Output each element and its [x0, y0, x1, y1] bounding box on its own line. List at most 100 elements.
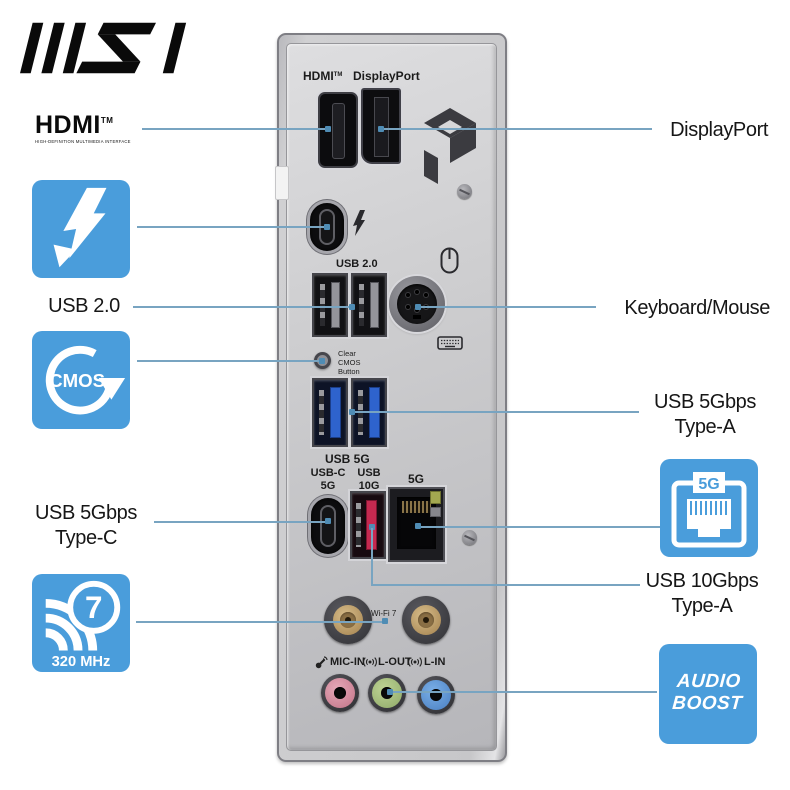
- callout-dot-usb10: [369, 524, 375, 530]
- mobo-cube-logo: [424, 108, 476, 184]
- usb-10g-contacts: [356, 503, 361, 547]
- print-clear-cmos-1: Clear: [338, 349, 356, 358]
- thunderbolt-port-icon: [353, 210, 365, 236]
- usb2-port-2-contacts: [359, 284, 364, 326]
- hdmi-port: [318, 92, 358, 168]
- print-usb10-line1: USB: [357, 467, 381, 479]
- lan-badge-label: 5G: [698, 476, 719, 493]
- print-hdmi-tm: TM: [333, 72, 343, 78]
- audio-boost-line1: AUDIO: [676, 671, 742, 692]
- print-usbc5g: USB-C 5G: [305, 467, 351, 493]
- circular-arrow-icon: CMOS: [45, 345, 126, 415]
- wifi-signal-icon: 7 320 MHz: [45, 580, 121, 670]
- wifi-badge-freq: 320 MHz: [52, 654, 111, 670]
- label-keyboard-mouse: Keyboard/Mouse: [624, 297, 770, 319]
- callout-line-wifi: [136, 621, 385, 623]
- callout-dot-usb5a: [349, 409, 355, 415]
- ps2-pin-4: [405, 304, 411, 310]
- callout-dot-usb5c: [325, 518, 331, 524]
- speaker-waves-icon-in: [408, 657, 422, 667]
- callout-dot-wifi: [382, 618, 388, 624]
- callout-dot-keyboard-mouse: [415, 304, 421, 310]
- callout-line-usb10-vertical: [371, 528, 373, 586]
- keyboard-icon: [437, 336, 463, 350]
- usbc-5g-port: [308, 495, 348, 557]
- ps2-pin-3: [423, 292, 429, 298]
- print-usb10: USB 10G: [350, 467, 388, 493]
- hdmi-logo-text: HDMI: [35, 111, 101, 139]
- print-clear-cmos-2: CMOS: [338, 358, 361, 367]
- lan-port: [388, 487, 445, 562]
- print-displayport: DisplayPort: [353, 69, 420, 83]
- ps2-notch: [413, 315, 421, 319]
- lineout-jack: [368, 674, 406, 712]
- callout-dot-displayport: [378, 126, 384, 132]
- callout-dot-cmos: [319, 358, 325, 364]
- usb2-port-2-tongue: [370, 282, 379, 328]
- callout-line-keyboard-mouse: [419, 306, 596, 308]
- cmos-badge-label: CMOS: [49, 370, 105, 391]
- usb-10g-port: [350, 491, 386, 559]
- label-usb5c-line1: USB 5Gbps: [34, 502, 137, 524]
- print-usb5g: USB 5G: [325, 452, 370, 466]
- label-usb20: USB 2.0: [48, 295, 120, 317]
- label-usb5c-line2: Type-C: [54, 527, 118, 549]
- wifi-antenna-1: [324, 596, 372, 644]
- print-l-out: L-OUT: [378, 656, 412, 668]
- callout-dot-hdmi: [325, 126, 331, 132]
- print-usbc-line2: 5G: [320, 480, 336, 492]
- print-usb10-line2: 10G: [358, 480, 380, 492]
- hdmi-tm: TM: [100, 116, 114, 125]
- label-usb10-line2: Type-A: [671, 595, 733, 617]
- callout-line-hdmi: [142, 128, 328, 130]
- wifi7-badge: 7 320 MHz: [32, 574, 130, 672]
- callout-line-usb20: [133, 306, 352, 308]
- wifi-antenna-2-pin: [423, 617, 429, 623]
- thunderbolt-icon: [53, 187, 107, 268]
- ps2-pin-1: [405, 292, 411, 298]
- speaker-waves-icon-out: [363, 657, 377, 667]
- callout-dot-audio: [387, 689, 393, 695]
- label-usb10-line1: USB 10Gbps: [645, 570, 759, 592]
- label-usb5a-line2: Type-A: [674, 416, 736, 438]
- label-usb5gbps-type-c: USB 5Gbps Type-C: [12, 501, 160, 551]
- callout-line-audio: [391, 691, 657, 693]
- usb5g-port-1: [312, 378, 348, 447]
- usb2-port-1-contacts: [320, 284, 325, 326]
- linein-jack: [417, 676, 455, 714]
- usb5g-port-1-contacts: [319, 390, 324, 435]
- audio-boost-text: AUDIO BOOST: [657, 671, 758, 715]
- label-usb5a-line1: USB 5Gbps: [653, 391, 756, 413]
- audio-boost-badge: AUDIO BOOST: [659, 644, 757, 744]
- print-usb20: USB 2.0: [336, 258, 378, 270]
- usb2-port-1: [312, 273, 348, 337]
- shield-clip: [275, 166, 289, 200]
- rj45-icon: 5G: [671, 472, 747, 548]
- microphone-icon: [315, 656, 328, 669]
- callout-dot-usb20: [349, 304, 355, 310]
- print-usbc-line1: USB-C: [310, 467, 346, 479]
- mouse-icon: [440, 247, 459, 274]
- cmos-badge: CMOS: [32, 331, 130, 429]
- print-mic-in: MIC-IN: [330, 656, 365, 668]
- callout-line-usb5c: [154, 521, 328, 523]
- screw-1: [457, 184, 472, 199]
- print-lan5g: 5G: [408, 472, 425, 486]
- print-hdmi: HDMITM: [303, 69, 343, 83]
- print-wifi7: Wi-Fi 7: [371, 609, 397, 618]
- callout-line-cmos: [137, 360, 323, 362]
- wifi-antenna-1-pin: [345, 617, 351, 623]
- hdmi-caption: HIGH-DEFINITION MULTIMEDIA INTERFACE: [35, 139, 131, 144]
- msi-logo: [20, 22, 187, 74]
- lan-5g-badge: 5G: [660, 459, 758, 557]
- print-clear-cmos-3: Button: [338, 367, 360, 376]
- lan-port-pins: [402, 501, 431, 513]
- mic-jack: [321, 674, 359, 712]
- screw-2: [462, 530, 477, 545]
- usb2-port-2: [351, 273, 387, 337]
- audio-boost-line2: BOOST: [671, 693, 744, 714]
- lan-led-green: [430, 491, 441, 504]
- callout-line-thunderbolt: [137, 226, 327, 228]
- callout-line-usb5a: [352, 411, 639, 413]
